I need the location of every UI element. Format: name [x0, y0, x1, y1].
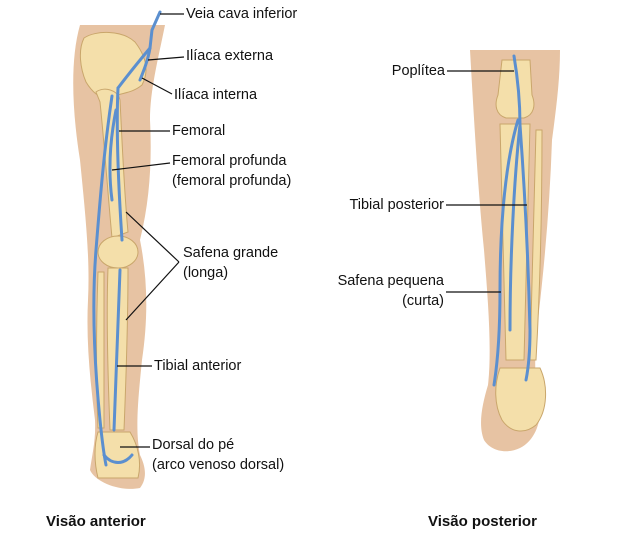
label-dorsal-pe: Dorsal do pé [152, 437, 235, 453]
label-femoral: Femoral [172, 123, 226, 139]
label-femoral-profunda: Femoral profunda [172, 153, 287, 169]
posterior-leg [470, 50, 560, 452]
posterior-tibial-vein [518, 123, 532, 382]
leader-lines [111, 13, 527, 448]
anterior-tibial-vein [112, 268, 122, 432]
label-veia-cava-inferior: Veia cava inferior [186, 6, 298, 22]
anterior-leg [73, 10, 165, 489]
internal-iliac-vein [138, 46, 152, 82]
great-saphenous-vein [92, 94, 114, 467]
label-safena-grande-sub: (longa) [183, 265, 229, 281]
dorsal-venous-arch [102, 453, 134, 464]
caption-anterior-view: Visão anterior [46, 513, 146, 530]
leader-safena-grande-upper [125, 211, 180, 263]
external-iliac-vein [116, 46, 152, 90]
leader-iliaca-interna [141, 77, 173, 95]
anterior-pelvis-bone [79, 32, 147, 101]
leader-iliaca-externa [147, 56, 185, 61]
label-tibial-anterior: Tibial anterior [154, 358, 242, 374]
posterior-tibial-vein-2 [508, 123, 522, 332]
label-iliaca-externa: Ilíaca externa [186, 48, 274, 64]
posterior-fibula-bone [529, 129, 543, 361]
deep-femoral-vein [108, 108, 118, 202]
caption-posterior-view: Visão posterior [428, 513, 537, 530]
small-saphenous-vein [492, 118, 520, 387]
posterior-heel-bone [495, 367, 546, 432]
femoral-vein [115, 86, 124, 242]
label-safena-pequena-sub: (curta) [402, 293, 444, 309]
leader-safena-grande-lower [125, 261, 180, 321]
label-tibial-posterior: Tibial posterior [349, 197, 444, 213]
label-safena-pequena: Safena pequena [337, 273, 444, 289]
label-poplitea: Poplítea [391, 63, 445, 79]
posterior-femur-bone [495, 59, 535, 119]
anterior-knee-bone [97, 235, 139, 269]
label-femoral-profunda-sub: (femoral profunda) [172, 173, 292, 189]
anterior-foot-bones [94, 431, 141, 479]
label-dorsal-pe-sub: (arco venoso dorsal) [152, 457, 285, 473]
popliteal-vein [512, 54, 522, 127]
label-safena-grande: Safena grande [183, 245, 279, 261]
leader-femoral-profunda [111, 162, 171, 171]
label-iliaca-interna: Ilíaca interna [174, 87, 258, 103]
vena-cava-vein [148, 10, 162, 50]
